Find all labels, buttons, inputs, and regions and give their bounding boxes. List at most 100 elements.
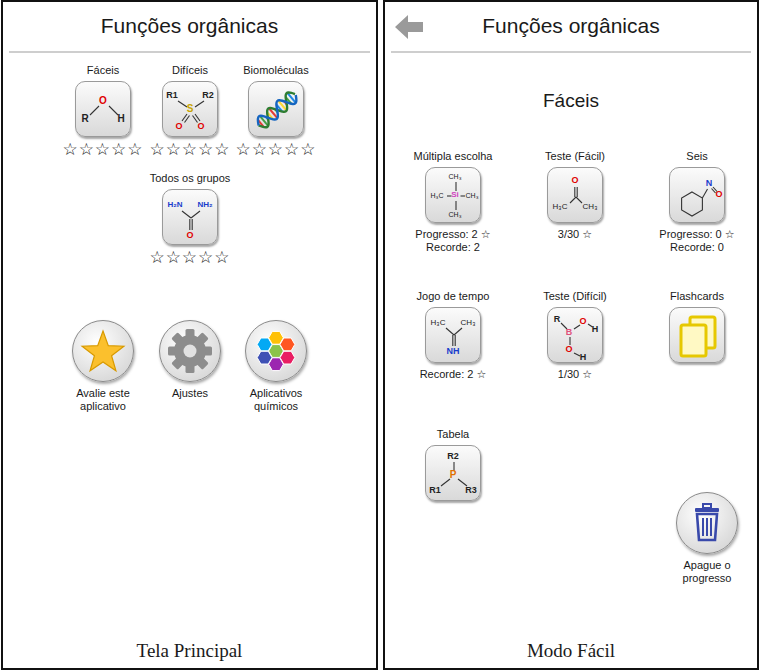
atom-label: H₃C (553, 203, 568, 211)
chemical-bond (574, 187, 575, 197)
benzene-ring (682, 192, 703, 216)
atom-label: O (579, 317, 586, 326)
dna-strand (254, 89, 299, 130)
atom-label: H₂N (167, 201, 182, 209)
atom-label: R2 (447, 452, 459, 461)
chemical-bond (574, 325, 580, 329)
button-label: Teste (Fácil) (545, 150, 605, 163)
screen-caption: Modo Fácil (385, 640, 757, 662)
chemical-bond (191, 211, 200, 218)
atom-label: O (571, 176, 578, 185)
round-icon (245, 320, 307, 382)
atom-label: H₃C (431, 192, 444, 199)
icon-graphic (160, 321, 220, 381)
icon-graphic (670, 308, 724, 362)
menu-icon-button: Biomoléculas ☆☆☆☆☆ (216, 64, 336, 159)
screen-title: Funções orgânicas (385, 14, 757, 38)
icon-graphic (246, 321, 306, 381)
star-icon (82, 331, 124, 371)
title-divider (391, 51, 751, 52)
atom-label: CH₃ (583, 203, 598, 211)
chemical-bond (193, 116, 198, 123)
atom-label: CH₃ (466, 192, 479, 199)
atom-label: P (450, 470, 457, 480)
atom-label: R2 (202, 91, 214, 100)
icon-tile (248, 81, 304, 137)
atom-label: CH₃ (449, 211, 462, 218)
chemical-bond (195, 101, 204, 107)
mode-icon-button: Flashcards (649, 290, 745, 363)
icon-tile (669, 307, 725, 363)
atom-label: H (580, 353, 587, 362)
status-text: Aplicativos químicos (233, 387, 319, 413)
icon-graphic (76, 82, 130, 136)
button-label: Seis (686, 150, 707, 163)
atom-label: NH₂ (197, 201, 212, 209)
atom-label: Si (451, 191, 459, 199)
section-heading: Fáceis (385, 90, 757, 112)
atom-label: B (566, 328, 573, 337)
chemical-bond (461, 195, 466, 196)
status-text: Progresso: 0 ☆ Recorde: 0 (650, 228, 744, 254)
mode-icon-button: Teste (Fácil) O H₃C CH₃ 3/30 ☆ (527, 150, 623, 241)
chemical-bond (185, 116, 190, 123)
star-rating: ☆☆☆☆☆ (235, 140, 316, 159)
atom-label: CH₃ (449, 173, 462, 180)
atom-label: O (565, 345, 572, 354)
chemical-bond (189, 219, 190, 230)
card-shape (681, 325, 706, 356)
dna-helix (254, 89, 300, 130)
atom-label: R1 (429, 486, 441, 495)
chemical-bond (441, 479, 450, 486)
mode-icon-button: Jogo de tempoH₃CCH₃NHRecorde: 2 ☆ (405, 290, 501, 381)
button-label: Todos os grupos (150, 172, 231, 185)
atom-label: O (715, 190, 722, 199)
chemical-bond (455, 182, 456, 191)
atom-label: H (592, 325, 599, 334)
status-text: 3/30 ☆ (558, 228, 592, 241)
atom-label: R3 (465, 486, 477, 495)
icon-tile: R1R2SOO (162, 81, 218, 137)
button-label: Flashcards (670, 290, 724, 303)
atom-label: R (81, 114, 88, 124)
round-icon (72, 320, 134, 382)
icon-tile: H₂NNH₂O (162, 189, 218, 245)
atom-label: N (706, 179, 713, 188)
chemical-bond (576, 197, 582, 203)
chemical-bond (178, 101, 187, 107)
status-text: Progresso: 2 ☆ Recorde: 2 (406, 228, 500, 254)
chemical-bond (109, 106, 118, 115)
atom-label: O (197, 122, 204, 131)
menu-icon-button: Todos os gruposH₂NNH₂O☆☆☆☆☆ (130, 172, 250, 267)
mode-icon-button: Teste (Difícil)RBOHOH1/30 ☆ (527, 290, 623, 381)
chemical-bond (446, 328, 454, 335)
atom-label: O (99, 96, 107, 106)
menu-icon-button: FáceisROH☆☆☆☆☆ (43, 64, 163, 159)
button-label: Biomoléculas (243, 64, 308, 77)
chemical-bond (452, 335, 453, 346)
easy-mode-panel: Funções orgânicasFáceisModo FácilMúltipl… (383, 0, 759, 670)
chemical-bond (455, 201, 456, 210)
icon-tile: NO (669, 167, 725, 223)
status-text: Recorde: 2 ☆ (420, 368, 487, 381)
main-screen-panel: Funções orgânicasTela PrincipalFáceisROH… (1, 0, 378, 670)
hexagon-cluster-icon (257, 331, 295, 370)
mode-icon-button: TabelaR2PR1R3 (405, 428, 501, 501)
back-arrow (395, 15, 423, 39)
icon-graphic (677, 493, 737, 553)
chemical-bond (455, 335, 456, 346)
screen-title: Funções orgânicas (3, 14, 376, 38)
screen-caption: Tela Principal (3, 640, 376, 662)
atom-label: S (187, 104, 194, 114)
gear-icon (168, 329, 212, 373)
icon-graphic (249, 82, 303, 136)
chemical-bond (570, 197, 576, 203)
icon-graphic (73, 321, 133, 381)
mode-icon-button: SeisNO Progresso: 0 ☆ Recorde: 0 (649, 150, 745, 254)
icon-tile: ROH (75, 81, 131, 137)
chemical-bond (577, 187, 578, 197)
menu-icon-button: DifíceisR1R2SOO☆☆☆☆☆ (130, 64, 250, 159)
icon-tile: R2P R1 R3 (425, 445, 481, 501)
atom-label: NH (447, 347, 460, 356)
